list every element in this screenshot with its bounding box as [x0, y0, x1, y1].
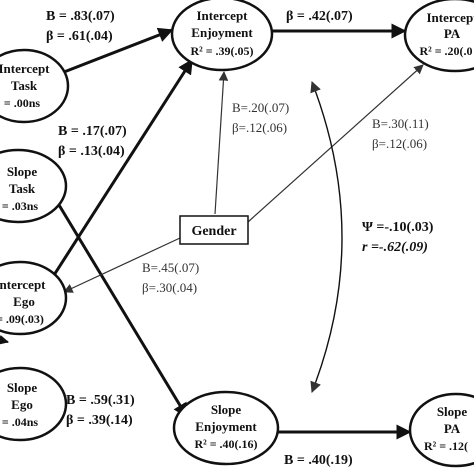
- path-intercept-task-to-intercept-enjoyment: [63, 27, 174, 74]
- coef-gender-pa-beta: β=.12(.06): [372, 136, 427, 151]
- node-r2: = .03ns: [2, 199, 39, 213]
- node-label: Intercept: [426, 10, 474, 25]
- coef-top-right-beta: β = .42(.07): [286, 9, 353, 24]
- coef-bottom-left-b: B = .59(.31): [66, 393, 135, 408]
- coef-covariance-r: r =-.62(.09): [362, 240, 428, 255]
- node-r2: R² = .39(.05): [190, 44, 253, 58]
- node-r2: = .00ns: [4, 96, 41, 110]
- node-intercept-ego: Intercept Ego = .09(.03): [0, 260, 68, 336]
- node-gender: Gender: [179, 215, 249, 245]
- coef-gender-ego-b: B=.45(.07): [142, 260, 199, 275]
- node-intercept-task: Intercept Task = .00ns: [0, 48, 70, 124]
- node-label: Intercept: [0, 61, 50, 76]
- node-label: Enjoyment: [195, 419, 257, 434]
- node-slope-ego: Slope Ego = .04ns: [0, 366, 68, 442]
- node-label: Slope: [7, 164, 38, 179]
- path-gender-to-intercept-pa: [247, 64, 424, 223]
- coef-gender-enjoyment-beta: β=.12(.06): [232, 120, 287, 135]
- path-slope-task-to-slope-enjoyment: [54, 199, 189, 419]
- gender-label: Gender: [191, 224, 236, 239]
- path-gender-to-intercept-enjoyment: [214, 71, 229, 215]
- node-label: Task: [9, 181, 36, 196]
- stub-arrow-ego: [0, 334, 9, 345]
- node-label: Intercept: [0, 277, 46, 292]
- node-intercept-pa: Intercept PA R² = .20(.0: [403, 0, 474, 73]
- node-r2: = .04ns: [2, 415, 39, 429]
- node-label: Intercept: [196, 8, 248, 23]
- node-r2: = .09(.03): [0, 312, 44, 326]
- node-label: Slope: [211, 402, 242, 417]
- coef-gender-ego-beta: β=.30(.04): [142, 280, 197, 295]
- coef-covariance-psi: Ψ =-.10(.03): [362, 220, 434, 235]
- node-r2: R² = .40(.16): [194, 437, 257, 451]
- node-label: Slope: [437, 404, 468, 419]
- node-label: Slope: [7, 380, 38, 395]
- coef-bottom-left-beta: β = .39(.14): [66, 413, 133, 428]
- path-intercept-ego-to-intercept-enjoyment: [36, 58, 194, 301]
- coef-top-left-b: B = .83(.07): [46, 9, 115, 24]
- node-label: Ego: [13, 294, 35, 309]
- node-label: PA: [444, 26, 461, 41]
- node-label: PA: [444, 421, 461, 436]
- node-slope-enjoyment: Slope Enjoyment R² = .40(.16): [172, 390, 280, 466]
- node-slope-pa: Slope PA R² = .12(: [408, 392, 474, 468]
- coef-gender-pa-b: B=.30(.11): [372, 116, 429, 131]
- node-r2: R² = .20(.0: [419, 44, 472, 58]
- coef-top-left-beta: β = .61(.04): [46, 29, 113, 44]
- coef-bottom-right-b: B = .40(.19): [284, 453, 353, 468]
- covariance-double-arrow: [310, 80, 343, 394]
- node-slope-task: Slope Task = .03ns: [0, 148, 68, 224]
- coef-mid-left-b: B = .17(.07): [58, 124, 127, 139]
- path-gender-to-intercept-ego: [63, 237, 181, 293]
- coef-mid-left-beta: β = .13(.04): [58, 144, 125, 159]
- node-intercept-enjoyment: Intercept Enjoyment R² = .39(.05): [170, 0, 274, 72]
- node-label: Enjoyment: [191, 25, 253, 40]
- node-r2: R² = .12(: [424, 439, 468, 453]
- node-label: Task: [11, 78, 38, 93]
- coef-gender-enjoyment-b: B=.20(.07): [232, 100, 289, 115]
- node-label: Ego: [11, 397, 33, 412]
